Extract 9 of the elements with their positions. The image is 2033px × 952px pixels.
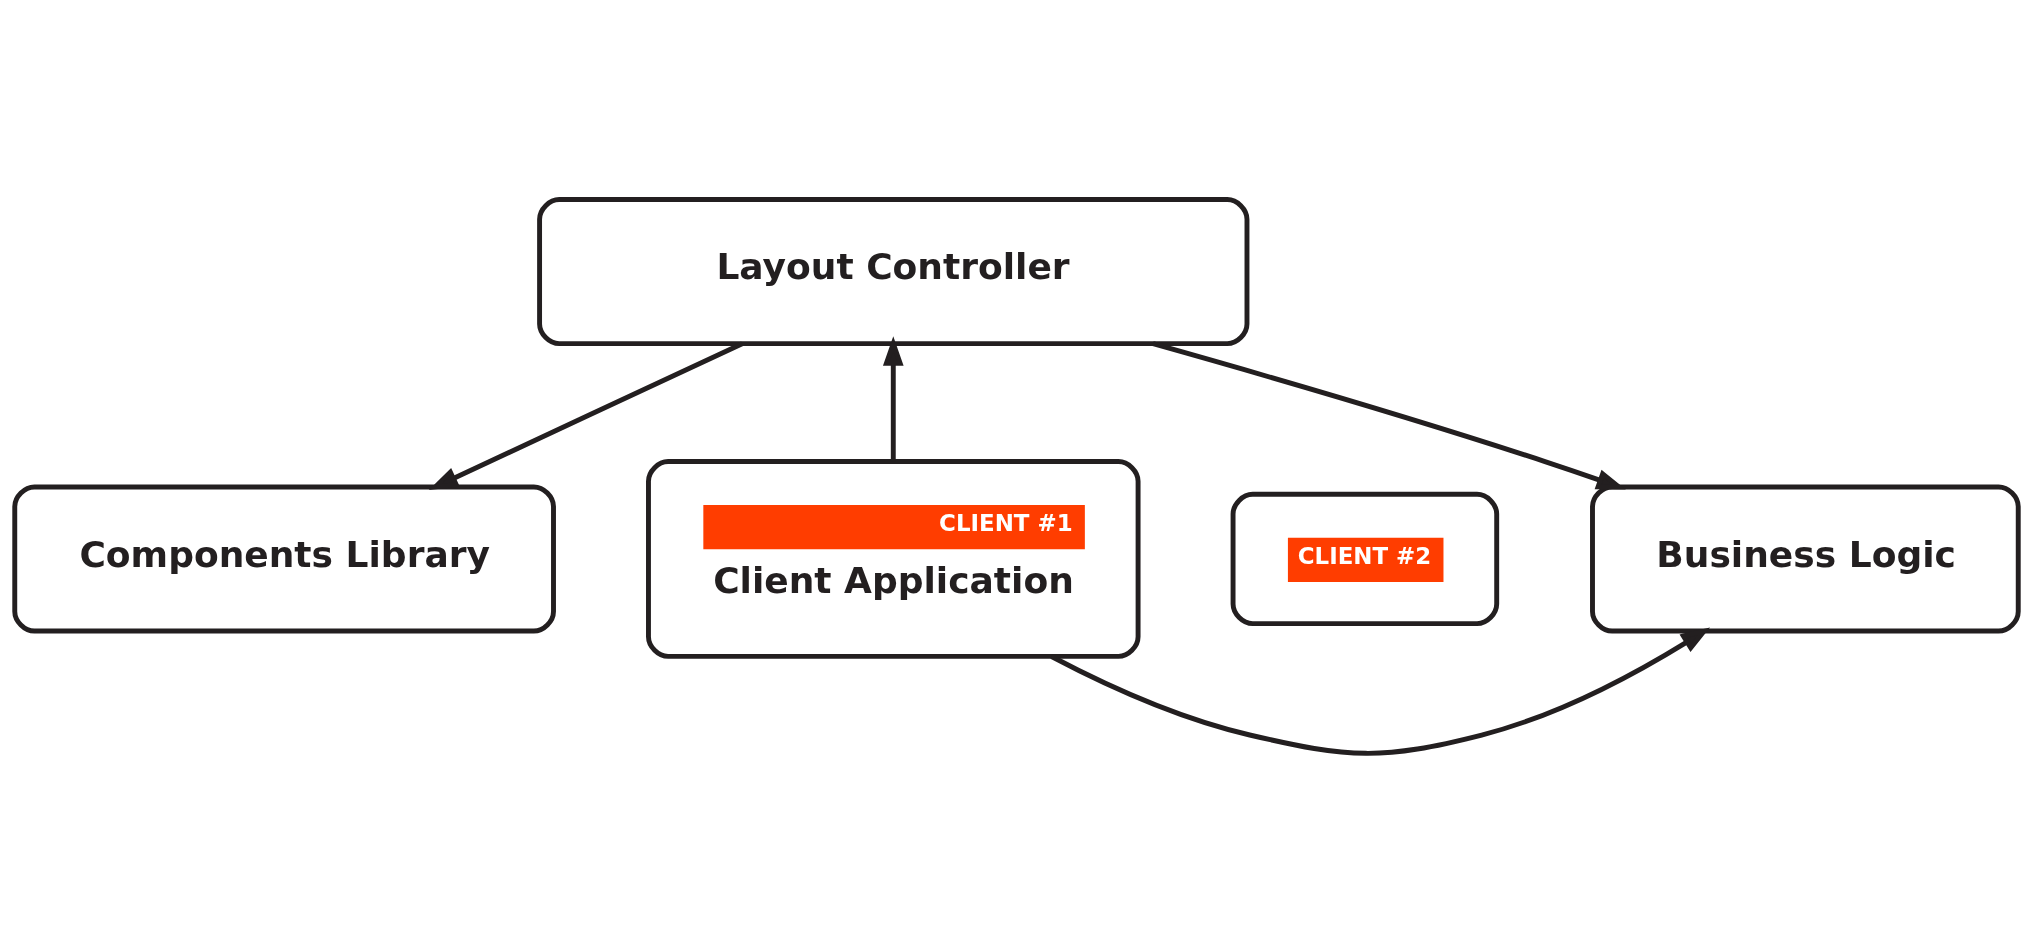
node-box: Business Logic — [1590, 483, 2021, 633]
arrow — [1050, 626, 1711, 756]
node-box: CLIENT #2 — [1230, 491, 1500, 626]
arrow — [428, 341, 744, 490]
arrow — [1152, 340, 1626, 489]
node-box: Layout Controller — [537, 196, 1250, 346]
node-box: Components Library — [12, 483, 556, 633]
arrow — [882, 335, 904, 461]
node-box: CLIENT #1 Client Application — [646, 458, 1141, 659]
